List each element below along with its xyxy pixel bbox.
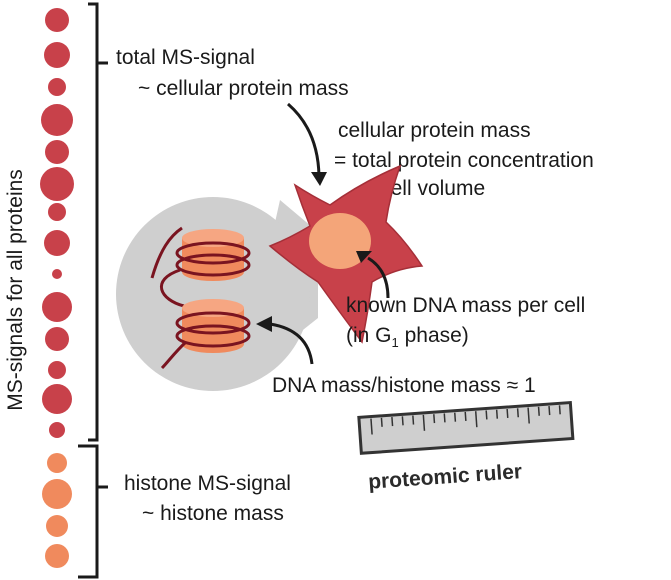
ruler-body (357, 400, 575, 455)
protein-signal-circle-7 (48, 203, 66, 221)
protein-signal-circle-14 (49, 422, 65, 438)
cell (268, 164, 424, 344)
histone-signal-label: histone MS-signal ~ histone mass (124, 472, 297, 525)
ruler-tick (495, 409, 499, 419)
ruler-tick (412, 415, 415, 425)
ruler-tick (485, 410, 488, 420)
ruler-tick (443, 413, 446, 423)
ruler-tick (370, 418, 373, 435)
total-signal-bracket (88, 2, 108, 442)
protein-signal-circle-2 (44, 42, 70, 68)
ruler-tick (380, 417, 383, 427)
ruler-tick (454, 412, 457, 422)
protein-signal-circle-6 (40, 167, 74, 201)
ruler-tick (391, 417, 394, 427)
histone-signal-bracket (78, 444, 108, 579)
ruler-ticks (370, 405, 561, 435)
protein-signal-circle-8 (44, 230, 70, 256)
protein-signal-circle-12 (48, 361, 66, 379)
histone-signal-circle-4 (45, 544, 69, 568)
ruler-tick (433, 414, 436, 424)
ruler-tick (474, 411, 478, 428)
linker-dna (159, 268, 185, 308)
ratio-label: DNA mass/histone mass ≈ 1 (272, 374, 536, 397)
protein-signal-circle-1 (45, 8, 69, 32)
protein-mass-label: cellular protein mass = total protein co… (334, 119, 600, 200)
arrow-signal-to-cell (287, 102, 321, 177)
ruler-tick (464, 411, 467, 421)
arrowhead-signal-to-cell (311, 172, 327, 186)
histone-signal-circle-1 (47, 453, 67, 473)
protein-signal-circle-10 (42, 292, 72, 322)
arrow-to-nucleus (367, 256, 390, 299)
ruler-tick (527, 407, 530, 424)
ruler-tick (548, 406, 551, 416)
proteomic-ruler (357, 400, 575, 455)
nucleosome-1 (150, 226, 251, 281)
total-signal-label: total MS-signal ~ cellular protein mass (116, 46, 349, 100)
protein-signal-circle-3 (48, 78, 66, 96)
ruler-tick (537, 406, 540, 416)
protein-signal-circle-4 (41, 104, 73, 136)
protein-signal-circle-11 (45, 327, 69, 351)
dna-mass-phase-label: (in G1 phase) (346, 324, 469, 350)
protein-signal-circle-9 (52, 269, 62, 279)
y-axis-label: MS-signals for all proteins (4, 169, 27, 411)
arrowhead-to-nucleus (356, 251, 372, 263)
protein-signal-circle-13 (42, 384, 72, 414)
zoom-circle (116, 197, 310, 391)
nucleus-zoom (116, 197, 318, 391)
ruler-tick (422, 414, 426, 431)
histone-signal-circles (42, 453, 72, 568)
ruler-tick (401, 416, 404, 426)
ruler-label: proteomic ruler (367, 460, 522, 494)
arrow-to-nucleosome (269, 322, 314, 365)
protein-signal-circle-5 (45, 140, 69, 164)
ruler-tick (558, 405, 561, 415)
ruler-tick (516, 408, 519, 418)
histone-signal-circle-3 (46, 515, 68, 537)
histone-signal-circle-2 (42, 479, 72, 509)
dna-mass-label: known DNA mass per cell (346, 294, 585, 317)
nucleus (309, 213, 371, 269)
arrowhead-to-nucleosome (256, 316, 272, 332)
ruler-tick (506, 408, 509, 419)
nucleosome-2 (160, 299, 251, 370)
protein-signal-circles (40, 8, 74, 438)
